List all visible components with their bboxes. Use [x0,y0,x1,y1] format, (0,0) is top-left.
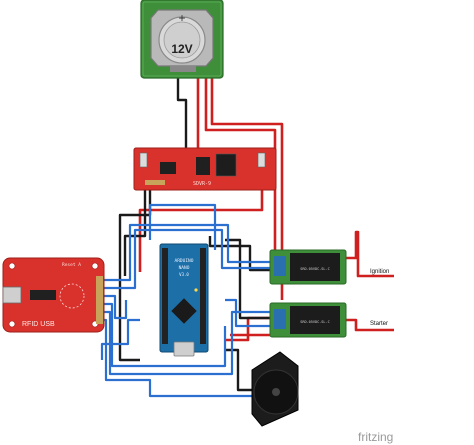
arduino-led [194,288,198,292]
buzzer-hole [272,388,280,396]
red-wire-starter-line [345,318,394,332]
rfid-pin-header [96,276,103,324]
rfid-chip [30,290,56,300]
regulator-switch-right [257,152,266,168]
blue-wire-9 [148,203,217,250]
blue-wire-4 [104,302,227,368]
rfid-usb-connector [2,286,22,304]
arduino-header-left [162,248,168,344]
battery-cell-inner [163,21,201,59]
arduino-silk-name: NANO [179,265,190,271]
blue-wires [100,203,270,398]
rfid-coil [59,283,85,309]
regulator-inductor [215,153,237,177]
blue-wire-8 [225,298,270,328]
relay-ignition-label: Ignition [370,269,389,275]
relay-starter[interactable]: SRD-05VDC-SL-C Starter [269,302,388,338]
relay-ignition-body [290,253,340,281]
fritzing-watermark: fritzing [358,430,393,444]
battery-terminal-strip [170,66,196,72]
regulator-chip-a [160,162,176,174]
regulator-chip-b [196,157,210,175]
relay-starter-body [290,306,340,334]
relay-starter-label: Starter [370,321,388,327]
blue-wire-3 [104,294,128,320]
red-wire-battery-to-relays [204,70,277,253]
blue-wire-1 [104,223,270,282]
blue-wire-2 [104,228,270,290]
rfid-mount-hole-tr [91,262,99,270]
arduino-silk-top: ARDUINO [175,258,194,264]
arduino-usb-port [173,341,195,357]
black-wire-battery-to-regulator [176,70,188,152]
blue-wire-5 [104,310,270,376]
rfid-mount-hole-tl [8,262,16,270]
red-wire-battery-to-relay2 [210,70,284,300]
relay-starter-terminal [274,309,286,329]
regulator-switch-left [139,152,148,168]
relay-ignition-terminal [274,256,286,276]
battery-plus-symbol: + [178,11,185,25]
relay-ignition[interactable]: SRD-05VDC-SL-C Ignition [269,249,389,285]
rfid-board-label: RFID USB [22,321,55,328]
regulator-pin-row [145,180,165,185]
arduino-nano[interactable]: ARDUINO NANO V3.0 [159,243,209,357]
relay-starter-silk: SRD-05VDC-SL-C [300,320,330,324]
arduino-header-right [200,248,206,344]
blue-wire-7 [100,318,140,360]
rfid-mount-hole-bl [8,320,16,328]
regulator-silk-text: SDVR-9 [193,181,211,187]
arduino-silk-version: V3.0 [179,272,189,277]
voltage-regulator-board[interactable]: SDVR-9 [133,147,277,191]
arduino-ic-chip [171,298,197,324]
relay-ignition-silk: SRD-05VDC-SL-C [300,267,330,271]
rfid-silk-top: Reset A [62,262,81,268]
buzzer[interactable] [251,351,299,427]
red-wires [138,70,394,342]
blue-wire-6 [104,318,258,398]
black-wire-gnd-relay [208,236,270,272]
battery-board-edge [142,1,222,77]
red-wire-regulator-out [138,186,264,272]
rfid-usb-board[interactable]: Reset A RFID USB [2,257,105,333]
battery-voltage-label: 12V [171,42,192,56]
red-wire-ignition-line [345,230,394,278]
black-wire-gnd-relay2 [225,238,270,320]
battery-12v[interactable]: + 12V [140,0,224,79]
